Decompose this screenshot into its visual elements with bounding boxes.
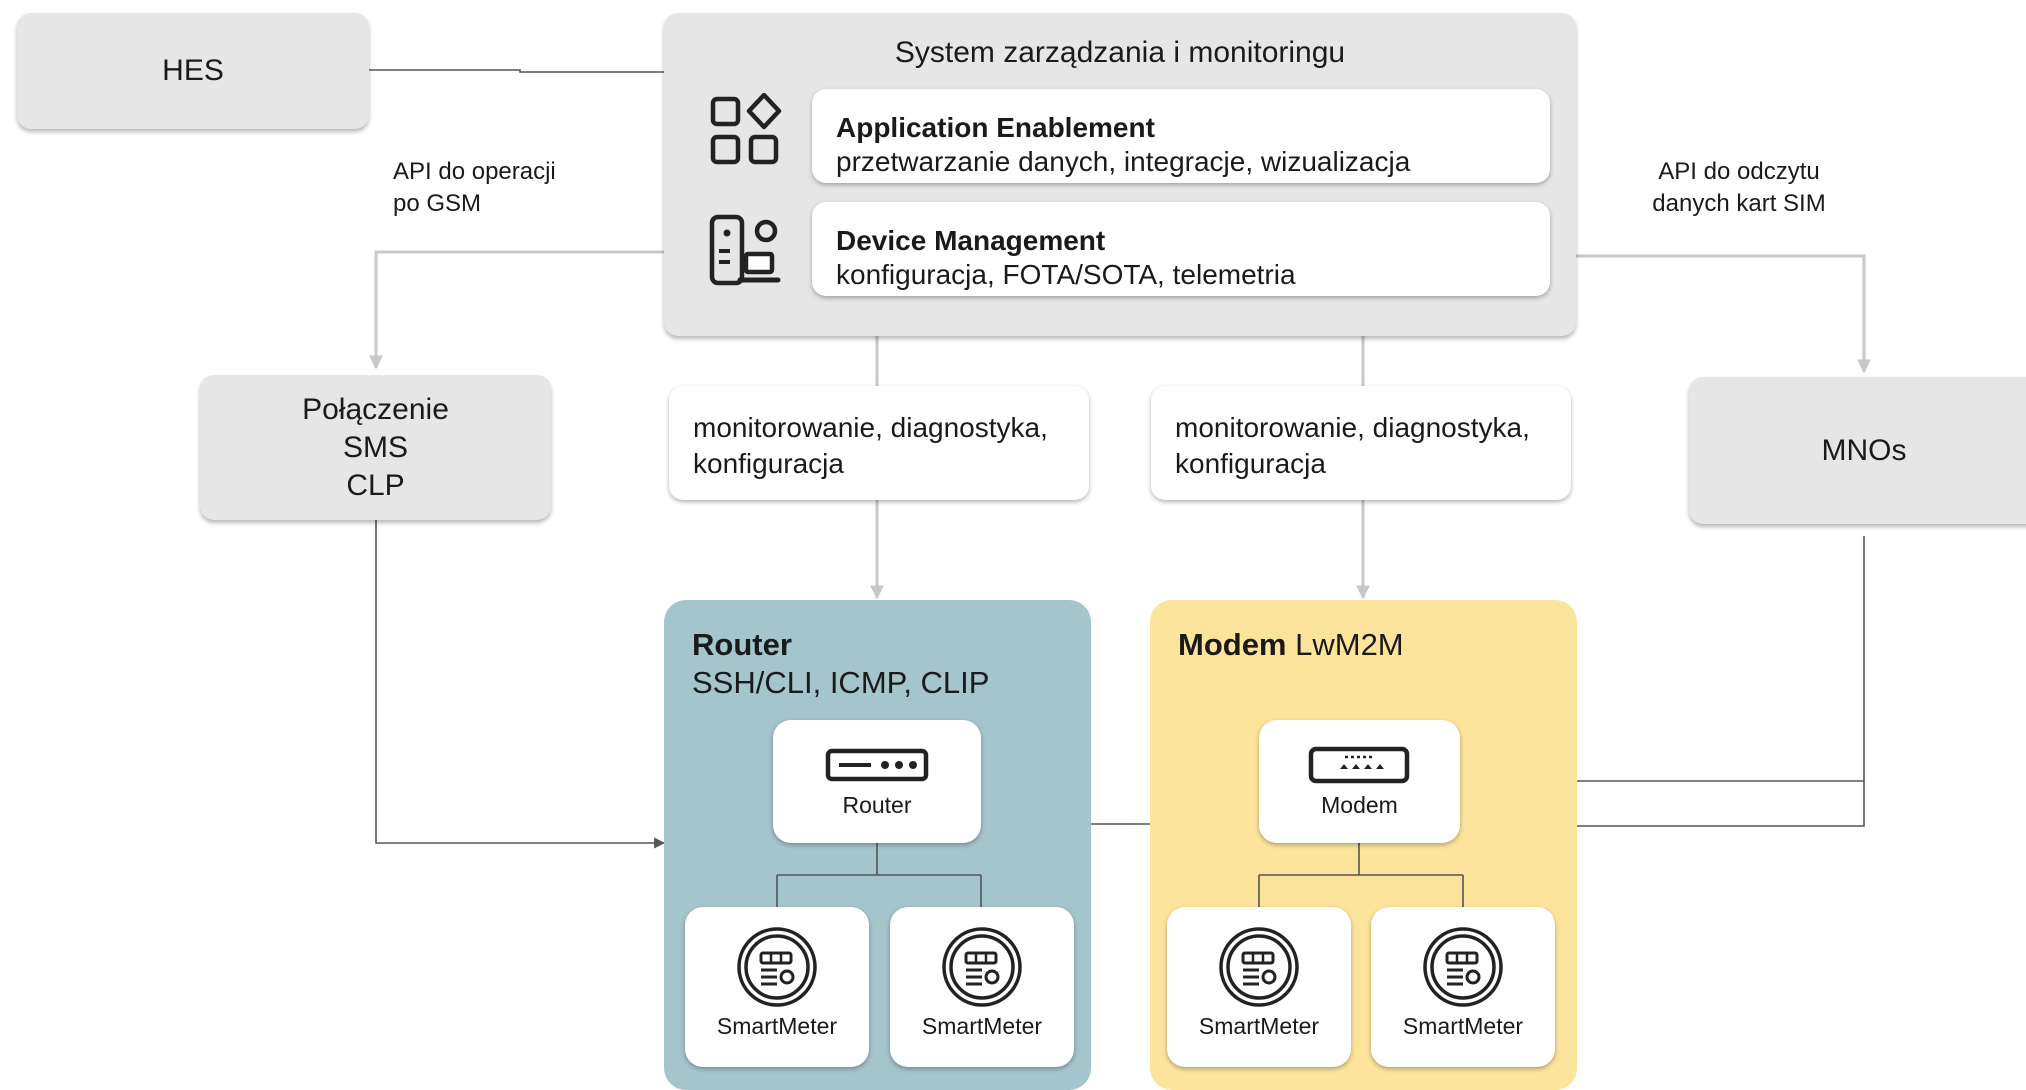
router-panel-title: Router (692, 626, 792, 664)
modem-panel-title-rest: LwM2M (1286, 627, 1404, 662)
connection-to-router-arrow (375, 520, 666, 849)
hes-box: HES (17, 13, 369, 129)
router-panel-subtitle: SSH/CLI, ICMP, CLIP (692, 665, 990, 700)
router-panel-title-bold: Router (692, 627, 792, 662)
mnos-box: MNOs (1689, 377, 2026, 524)
management-system-title: System zarządzania i monitoringu (894, 36, 1346, 69)
smart-meter-icon (1423, 927, 1503, 1007)
mnos-label: MNOs (1821, 433, 1907, 467)
monitoring-right-line1: monitorowanie, diagnostyka, (1175, 412, 1530, 443)
system-to-mnos-arrow (1576, 254, 1871, 374)
monitoring-left-box: monitorowanie, diagnostyka, konfiguracja (669, 386, 1089, 500)
smart-meter-label: SmartMeter (1198, 1013, 1320, 1039)
api-gsm-label: API do operacji po GSM (393, 156, 556, 220)
modem-device-label: Modem (1321, 792, 1398, 818)
smart-meter-3: SmartMeter (1167, 907, 1351, 1067)
application-enablement-title: Application Enablement (836, 112, 1155, 143)
connection-line1: Połączenie (302, 392, 449, 426)
api-sim-line1: API do odczytu (1658, 158, 1820, 185)
modem-panel-title: Modem LwM2M (1178, 626, 1404, 664)
smart-meter-icon (1219, 927, 1299, 1007)
apps-icon (710, 93, 782, 165)
smart-meter-2: SmartMeter (890, 907, 1074, 1067)
api-sim-label: API do odczytu danych kart SIM (1634, 156, 1844, 220)
device-management-desc: konfiguracja, FOTA/SOTA, telemetria (836, 259, 1296, 290)
router-device-box: Router (773, 720, 981, 843)
application-enablement-card: Application Enablement przetwarzanie dan… (812, 89, 1550, 183)
monitoring-right-box: monitorowanie, diagnostyka, konfiguracja (1151, 386, 1571, 500)
modem-icon (1308, 746, 1410, 784)
monitoring-right-line2: konfiguracja (1175, 448, 1326, 479)
modem-device-box: Modem (1259, 720, 1460, 843)
mnos-to-modem-panel-line (1576, 781, 1865, 827)
connection-line3: CLP (346, 468, 405, 502)
connection-line2: SMS (342, 430, 408, 464)
hes-label: HES (162, 54, 224, 87)
router-device-label: Router (842, 792, 912, 818)
smart-meter-label: SmartMeter (716, 1013, 838, 1039)
connection-box: Połączenie SMS CLP (200, 375, 551, 520)
device-management-card: Device Management konfiguracja, FOTA/SOT… (812, 202, 1550, 296)
monitoring-left-line1: monitorowanie, diagnostyka, (693, 412, 1048, 443)
system-to-connection-arrow (369, 250, 664, 370)
smart-meter-label: SmartMeter (921, 1013, 1043, 1039)
smart-meter-1: SmartMeter (685, 907, 869, 1067)
management-system-box: System zarządzania i monitoringu Applica… (664, 13, 1576, 336)
application-enablement-desc: przetwarzanie danych, integracje, wizual… (836, 146, 1411, 177)
device-management-title: Device Management (836, 225, 1106, 256)
hes-system-line (368, 69, 664, 73)
api-sim-line2: danych kart SIM (1652, 190, 1826, 217)
monitoring-left-line2: konfiguracja (693, 448, 844, 479)
device-laptop-icon (709, 214, 781, 286)
modem-panel-title-bold: Modem (1178, 627, 1287, 662)
smart-meter-icon (737, 927, 817, 1007)
api-gsm-line1: API do operacji (393, 158, 556, 185)
smart-meter-label: SmartMeter (1402, 1013, 1524, 1039)
smart-meter-icon (942, 927, 1022, 1007)
router-icon (825, 748, 929, 782)
api-gsm-line2: po GSM (393, 190, 482, 217)
smart-meter-4: SmartMeter (1371, 907, 1555, 1067)
